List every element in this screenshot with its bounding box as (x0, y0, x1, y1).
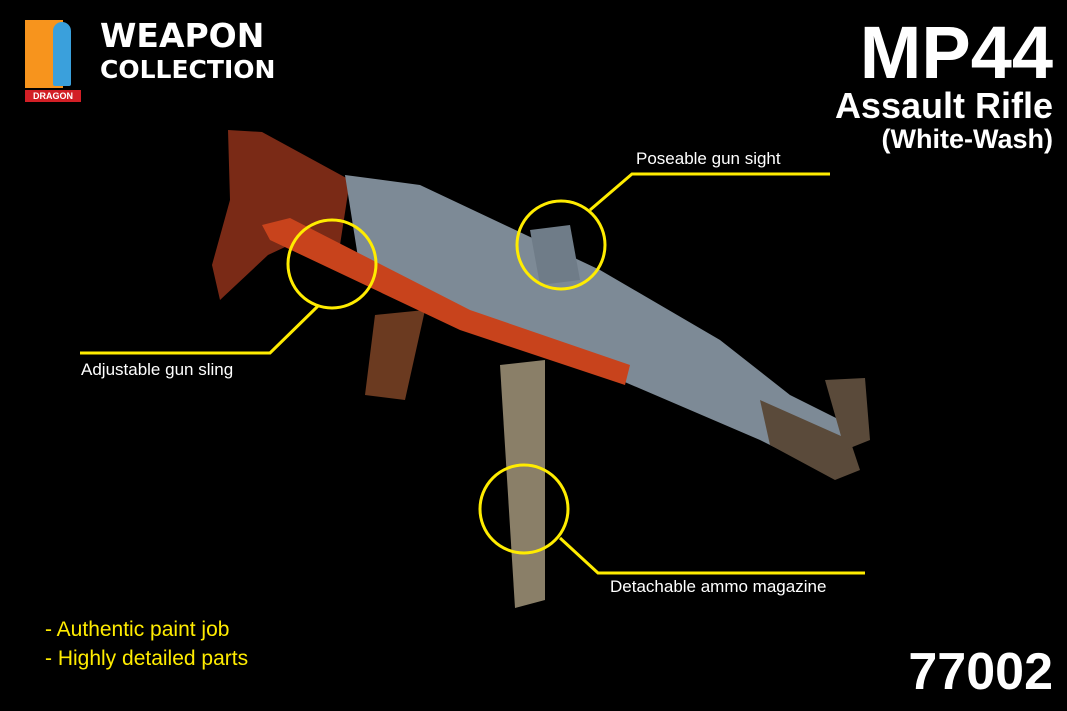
sling-leader-line (80, 304, 320, 355)
gun-sling (262, 218, 630, 385)
magazine-highlight-circle (478, 463, 570, 555)
feature-item: - Highly detailed parts (45, 647, 249, 670)
sight-highlight-circle (515, 199, 607, 291)
feature-item: - Authentic paint job (45, 618, 230, 641)
dragon-logo: DRAGON (25, 90, 81, 102)
sling-highlight-circle (286, 218, 378, 310)
figure-silhouette-icon (53, 22, 71, 86)
magazine (500, 360, 545, 608)
front-sight (825, 378, 870, 450)
brand-line-2: COLLECTION (100, 55, 276, 84)
rifle-receiver (345, 175, 845, 470)
brand-line-1: WEAPON (100, 16, 265, 55)
callout-sling: Adjustable gun sling (81, 360, 234, 379)
magazine-leader-line (558, 536, 865, 575)
callout-magazine: Detachable ammo magazine (610, 577, 827, 596)
product-variant: (White-Wash) (881, 124, 1053, 154)
rear-sight (530, 225, 580, 285)
pistol-grip (365, 310, 425, 400)
rifle-stock (212, 130, 350, 300)
product-name: MP44 (859, 11, 1053, 94)
sight-leader-line (589, 172, 830, 212)
product-code: 77002 (908, 643, 1053, 701)
rifle-muzzle (760, 400, 860, 480)
callout-sight: Poseable gun sight (636, 149, 781, 168)
product-type: Assault Rifle (834, 85, 1053, 126)
action-figure-logo: DRAGON (25, 20, 81, 102)
